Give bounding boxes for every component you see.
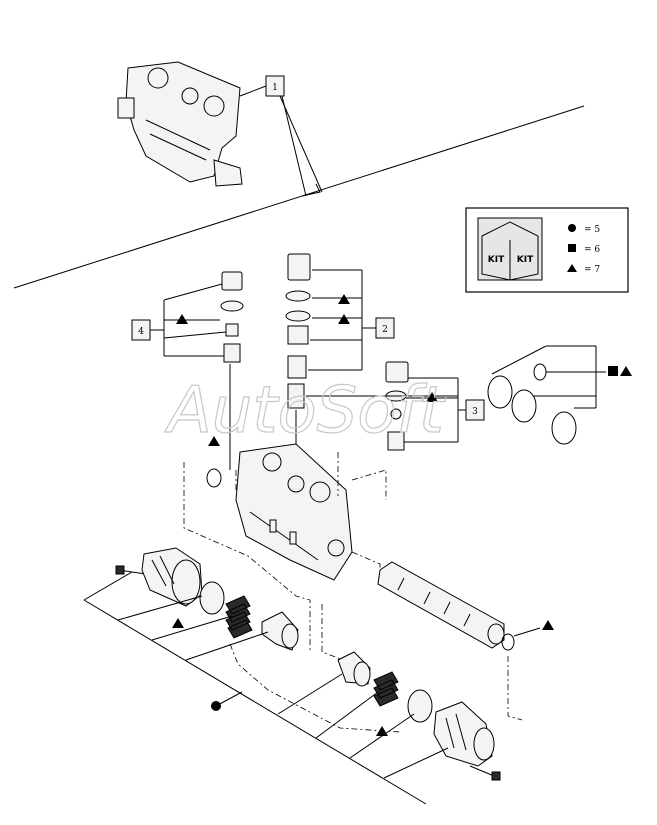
watermark: AutoSoft bbox=[164, 374, 447, 448]
legend-square-symbol bbox=[568, 244, 576, 252]
kit-circle-marker bbox=[211, 701, 221, 711]
kit-legend: KIT KIT = 5 = 6 = 7 bbox=[465, 207, 629, 293]
o-ring-group bbox=[487, 345, 632, 445]
callout-1: 1 bbox=[239, 75, 323, 197]
legend-entry-circle: = 5 bbox=[584, 225, 600, 235]
right-retainer bbox=[337, 651, 371, 687]
left-o-ring bbox=[199, 581, 225, 615]
legend-triangle-symbol bbox=[567, 264, 577, 272]
end-cap-left bbox=[115, 547, 203, 607]
end-cap-right bbox=[433, 701, 501, 781]
spool bbox=[377, 561, 505, 649]
callout-4-label: 4 bbox=[138, 327, 144, 337]
separator-line bbox=[13, 105, 585, 289]
separator-break bbox=[301, 183, 321, 197]
left-retainer bbox=[261, 611, 299, 651]
left-spring bbox=[225, 595, 253, 639]
right-o-ring bbox=[407, 689, 433, 723]
callout-3: 3 bbox=[306, 377, 485, 443]
right-seal-stack bbox=[385, 361, 409, 451]
assembly-path-spring bbox=[229, 643, 401, 733]
legend-entry-triangle: = 7 bbox=[584, 265, 600, 275]
assembled-valve bbox=[117, 61, 243, 187]
center-seal-stack bbox=[285, 253, 311, 458]
body-o-ring bbox=[206, 436, 222, 488]
kit-circle-leader-bundle bbox=[83, 571, 449, 805]
legend-entry-square: = 6 bbox=[584, 245, 600, 255]
spool-o-ring bbox=[501, 620, 554, 651]
callout-3-label: 3 bbox=[472, 407, 478, 417]
callout-4: 4 bbox=[131, 283, 227, 357]
callout-2: 2 bbox=[308, 269, 395, 371]
left-seal-stack bbox=[220, 271, 244, 470]
kit-label-left: KIT bbox=[488, 255, 505, 265]
right-spring bbox=[373, 671, 399, 707]
callout-1-label: 1 bbox=[272, 83, 278, 93]
kit-label-right: KIT bbox=[517, 255, 534, 265]
legend-circle-symbol bbox=[568, 224, 576, 232]
valve-section-body bbox=[235, 443, 353, 581]
callout-2-label: 2 bbox=[382, 325, 388, 335]
